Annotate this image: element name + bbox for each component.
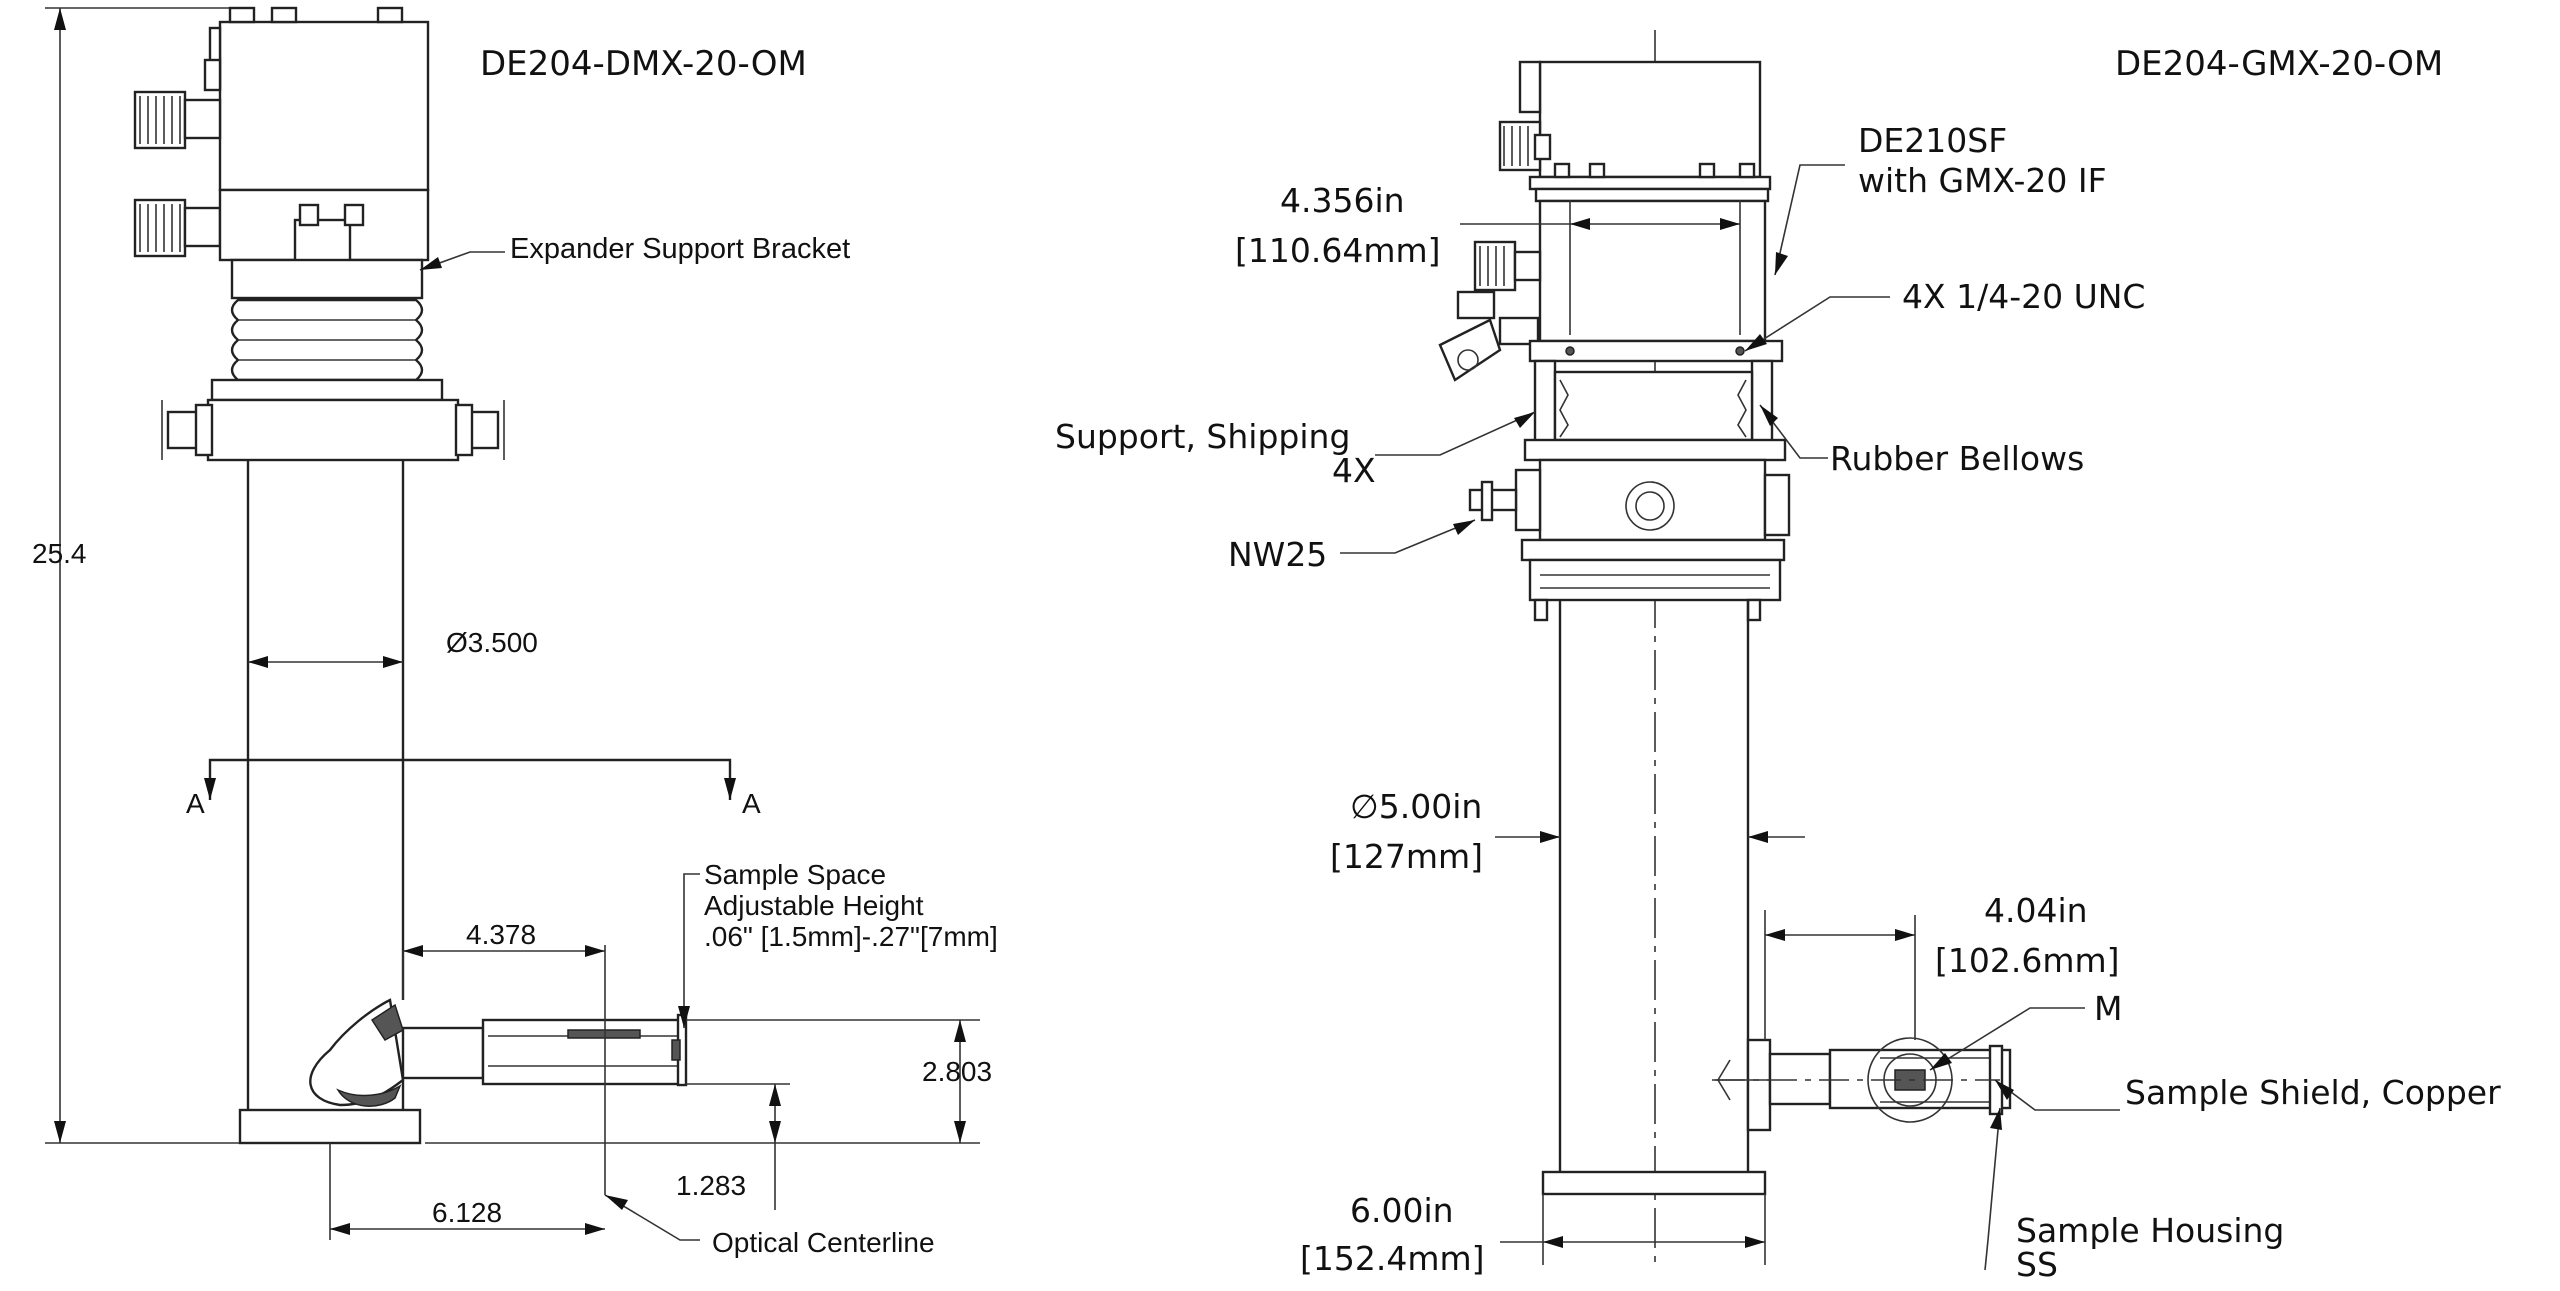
de210sf-label-2: with GMX-20 IF [1858,161,2107,200]
de210sf-label-1: DE210SF [1858,121,2007,160]
side-flanges [161,398,505,462]
sample-space-label-1: Sample Space [704,859,886,890]
left-view: 25.4 [32,6,998,1258]
vacuum-shroud-right [1541,600,1767,1196]
dim-2803: 2.803 [922,1056,992,1087]
dim-600-mm: [152.4mm] [1300,1239,1485,1278]
diameter-dim: Ø3.500 [446,627,538,658]
right-view: 4.356in [110.64mm] DE210SF with GMX-20 I… [1055,30,2501,1284]
section-label-right: A [742,788,761,819]
expander-body [133,6,430,292]
dim-500-in: ∅5.00in [1350,787,1482,826]
overall-height-dim: 25.4 [32,538,87,569]
support-label-2: 4X [1332,451,1376,490]
nw25-label: NW25 [1228,535,1327,574]
sample-housing-right [1712,1037,2012,1132]
dim-600-in: 6.00in [1350,1191,1454,1230]
bellows-assembly [1468,339,1791,622]
optical-centerline-label: Optical Centerline [712,1227,935,1258]
sample-space-label-3: .06" [1.5mm]-.27"[7mm] [704,921,998,952]
housing-label-1: Sample Housing [2016,1211,2284,1250]
dim-404-mm: [102.6mm] [1935,941,2120,980]
dim-500-mm: [127mm] [1330,837,1483,876]
dim-4356-in: 4.356in [1280,181,1405,220]
expander-bracket-label: Expander Support Bracket [510,233,850,265]
right-view-title: DE204-GMX-20-OM [2115,44,2443,84]
section-label-left: A [186,788,205,819]
sample-housing-left [309,998,688,1107]
rubber-bellows-label: Rubber Bellows [1830,439,2084,478]
expander-support-bracket [210,258,444,402]
sample-space-label-2: Adjustable Height [704,890,924,921]
dim-4356-mm: [110.64mm] [1235,231,1441,270]
support-label-1: Support, Shipping [1055,417,1350,456]
dim-1283: 1.283 [676,1170,746,1201]
dim-4378: 4.378 [466,919,536,950]
thread-label: 4X 1/4-20 UNC [1902,277,2145,316]
section-line-a-a: A A [186,758,761,819]
vacuum-shroud [238,460,422,1145]
shield-label: Sample Shield, Copper [2125,1073,2501,1112]
dim-6128: 6.128 [432,1197,502,1228]
left-view-title: DE204-DMX-20-OM [480,44,807,84]
m-label: M [2094,989,2122,1028]
housing-label-2: SS [2016,1245,2058,1284]
dim-404-in: 4.04in [1984,891,2088,930]
